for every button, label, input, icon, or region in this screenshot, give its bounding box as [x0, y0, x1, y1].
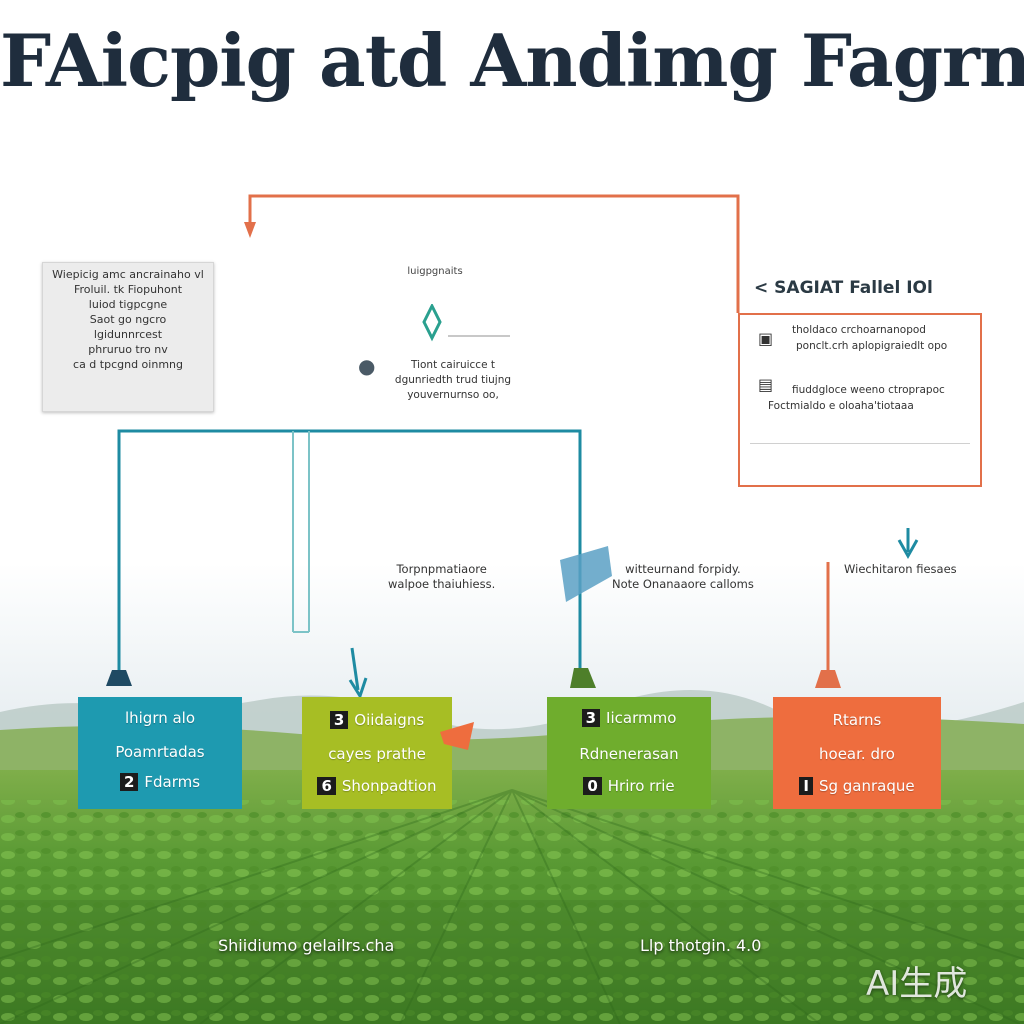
note-line: Note Onanaaore calloms: [612, 577, 754, 591]
flag-marker: [440, 722, 474, 750]
card-line: luiod tigpcgne: [88, 298, 168, 311]
panel-divider: [750, 443, 970, 444]
note-line: Wiechitaron fiesaes: [844, 562, 957, 576]
note-right: Wiechitaron fiesaes: [844, 562, 957, 577]
card-line: Froluil. tk Fiopuhont: [73, 283, 183, 296]
center-top-label: luigpgnaits: [407, 266, 463, 277]
right-panel-title: < SAGIAT Fallel IOl: [754, 278, 933, 298]
card-line: phruruo tro nv: [88, 343, 168, 356]
panel-text: fiuddgloce weeno ctroprapoc: [792, 384, 945, 396]
teal-connector: [117, 429, 582, 680]
card-line: Wiepicig amc ancrainaho vl: [52, 268, 204, 281]
location-pin-icon: ●: [358, 354, 376, 378]
note-left: Torpnpmatiaore walpoe thaiuhiess.: [388, 562, 495, 592]
center-line: Tiont cairuicce t: [410, 359, 495, 371]
bottom-label-left: Shiidiumo gelailrs.cha: [218, 936, 395, 955]
right-info-panel: ▣ tholdaco crchoarnanopod ponclt.crh apl…: [738, 313, 982, 487]
note-line: Torpnpmatiaore: [396, 562, 487, 576]
note-center: witteurnand forpidy. Note Onanaaore call…: [612, 562, 754, 592]
panel-text: ponclt.crh aplopigraiedlt opo: [796, 340, 948, 352]
box-line: Rdnenerasan: [579, 745, 679, 763]
document-icon: ▣: [758, 329, 774, 348]
panel-text: tholdaco crchoarnanopod: [792, 324, 926, 336]
center-line: dgunriedth trud tiujng: [394, 374, 512, 386]
tag-marker: [560, 546, 612, 602]
card-line: lgidunnrcest: [93, 328, 163, 341]
ai-generated-watermark: AI生成: [866, 964, 968, 1004]
bottom-label-right: Llp thotgin. 4.0: [640, 936, 762, 955]
card-line: Saot go ngcro: [89, 313, 167, 326]
box-line: Rtarns: [832, 711, 882, 729]
refresh-icon: [422, 304, 442, 342]
divider-line: [448, 335, 510, 337]
note-line: walpoe thaiuhiess.: [388, 577, 496, 591]
box-line: hoear. dro: [819, 745, 895, 763]
orange-connector-top: [248, 194, 740, 313]
card-line: ca d tpcgnd oinmng: [73, 358, 183, 371]
box-line: lhigrn alo: [124, 709, 196, 727]
center-line: youvernurnso oo,: [407, 389, 499, 401]
box-line: cayes prathe: [328, 745, 426, 763]
tractor-icon: ▤: [758, 375, 774, 394]
panel-text: Foctmialdo e oloaha'tiotaaa: [768, 400, 914, 412]
box-line: Poamrtadas: [115, 743, 205, 761]
info-card-left: Wiepicig amc ancrainaho vl Froluil. tk F…: [42, 262, 214, 412]
note-line: witteurnand forpidy.: [625, 562, 741, 576]
center-description: Tiont cairuicce t dgunriedth trud tiujng…: [388, 358, 518, 403]
page-title: FAicpig atd Andimg Fagrne: [0, 18, 1024, 103]
